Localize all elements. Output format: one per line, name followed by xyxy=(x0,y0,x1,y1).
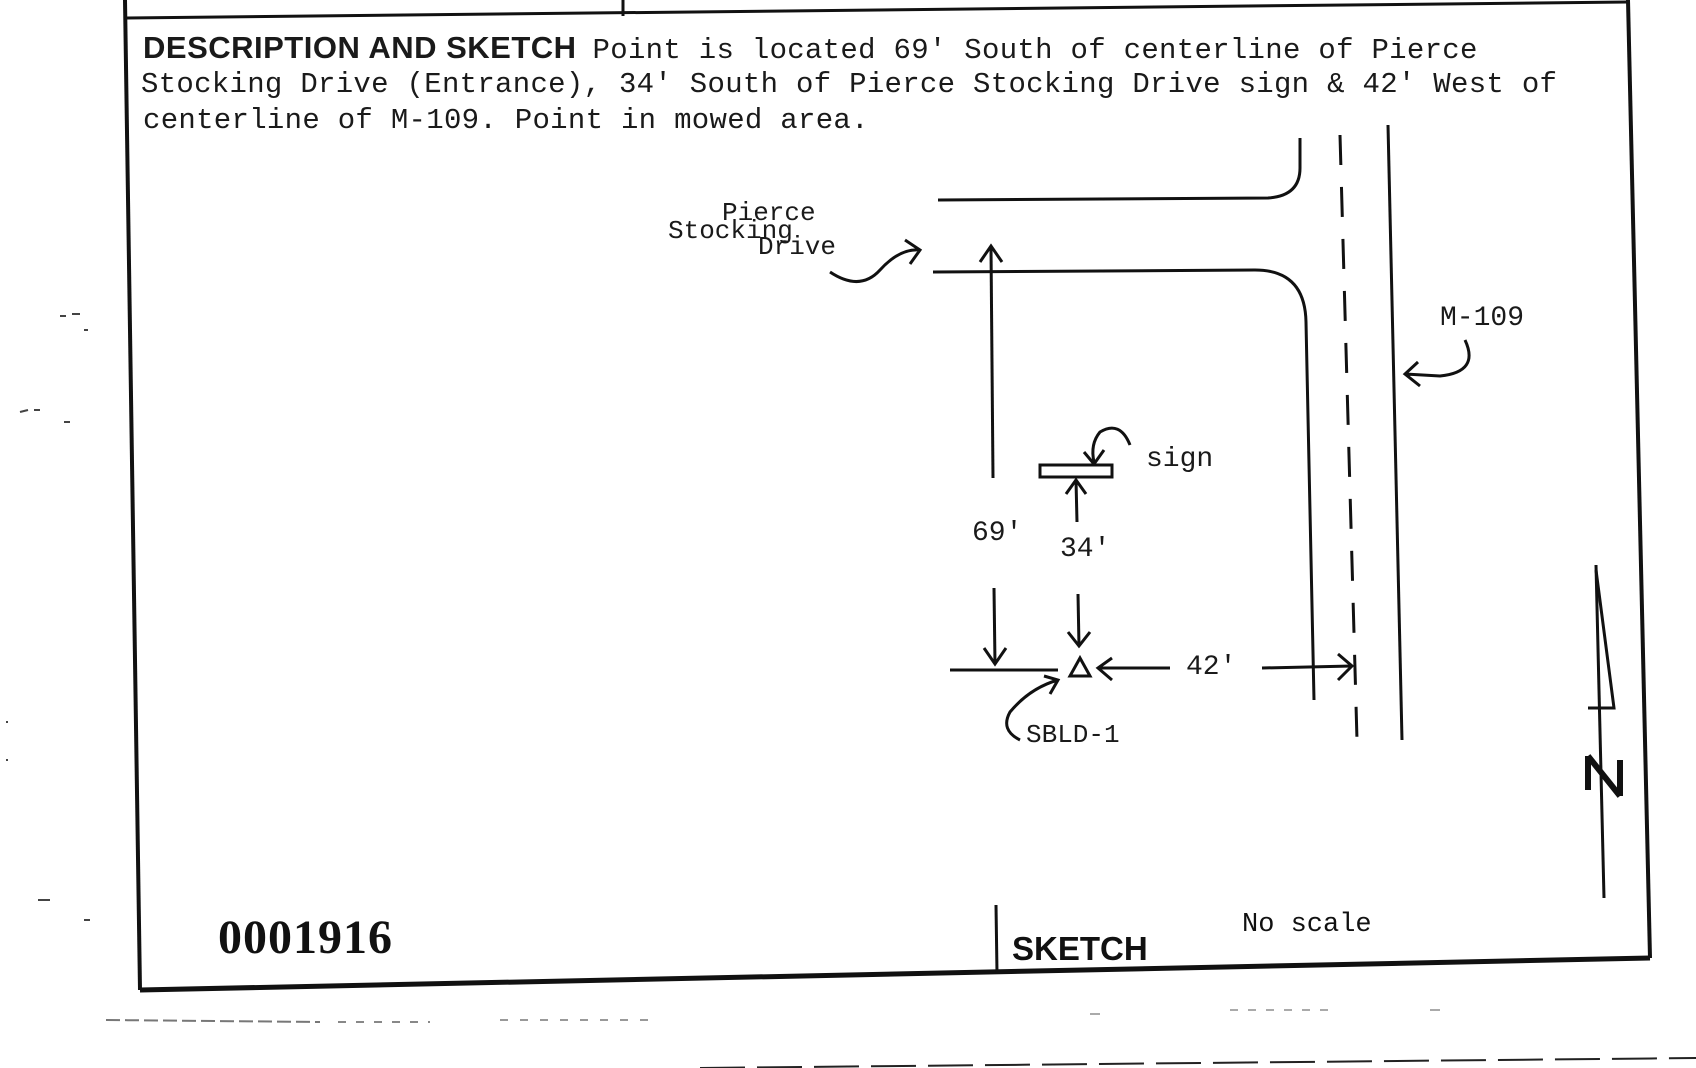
frame-bottom-border xyxy=(139,955,1651,993)
highway-label: M-109 xyxy=(1440,303,1524,334)
station-callout-arrow xyxy=(1005,674,1061,742)
road-label-stocking: Stocking xyxy=(668,216,793,246)
frame-right-border xyxy=(1626,0,1652,959)
description-text-3: centerline of M-109. Point in mowed area… xyxy=(143,104,869,137)
sign-label: sign xyxy=(1146,444,1213,475)
dimension-34-arrow-up xyxy=(1064,477,1088,495)
scale-note: No scale xyxy=(1242,910,1372,940)
sign-symbol xyxy=(1038,463,1114,479)
dimension-34-label: 34' xyxy=(1060,534,1110,565)
m109-east-edge xyxy=(1386,124,1404,741)
dimension-69-arrow-down xyxy=(982,647,1008,667)
station-label: SBLD-1 xyxy=(1026,720,1120,750)
dimension-42-arrow-right xyxy=(1336,652,1355,682)
m109-centerline xyxy=(1338,134,1359,741)
dimension-69-line-lower xyxy=(992,587,997,665)
sketch-section-label: SKETCH xyxy=(1012,930,1148,967)
dimension-69-line-upper xyxy=(989,247,995,479)
sketch-section-divider xyxy=(994,904,999,974)
frame-top-rule xyxy=(124,0,1629,20)
north-arrow-icon xyxy=(1585,564,1623,899)
description-line-2: Stocking Drive (Entrance), 34' South of … xyxy=(141,68,1557,101)
sign-callout-arrow xyxy=(1082,426,1132,467)
frame-left-border xyxy=(123,0,142,991)
dimension-34-line-upper xyxy=(1074,479,1079,523)
dimension-69-arrow-up xyxy=(978,243,1004,263)
dimension-34-line-lower xyxy=(1076,593,1081,647)
dimension-69-label: 69' xyxy=(972,518,1022,549)
road-label-drive: Drive xyxy=(758,232,836,262)
description-line-3: centerline of M-109. Point in mowed area… xyxy=(143,104,869,137)
station-triangle-symbol xyxy=(1067,654,1093,678)
form-id-number: 0001916 xyxy=(218,911,393,964)
drive-callout-arrow xyxy=(829,238,923,283)
m109-callout-arrow xyxy=(1402,339,1471,388)
drive-south-edge xyxy=(932,268,1316,701)
scan-artifacts xyxy=(6,313,1696,1068)
drive-north-edge xyxy=(937,138,1302,202)
description-text-2: Stocking Drive (Entrance), 34' South of … xyxy=(141,68,1558,101)
road-label-pierce: Pierce xyxy=(722,198,816,228)
dimension-34-arrow-down xyxy=(1066,631,1092,649)
dimension-42-line-right xyxy=(1261,664,1353,670)
dimension-42-arrow-left xyxy=(1095,656,1113,682)
description-heading: DESCRIPTION AND SKETCH xyxy=(143,30,577,65)
dimension-42-label: 42' xyxy=(1186,652,1236,683)
description-line-1: DESCRIPTION AND SKETCH Point is located 6… xyxy=(143,30,1478,67)
description-text-1: Point is located 69' South of centerline… xyxy=(592,34,1478,67)
